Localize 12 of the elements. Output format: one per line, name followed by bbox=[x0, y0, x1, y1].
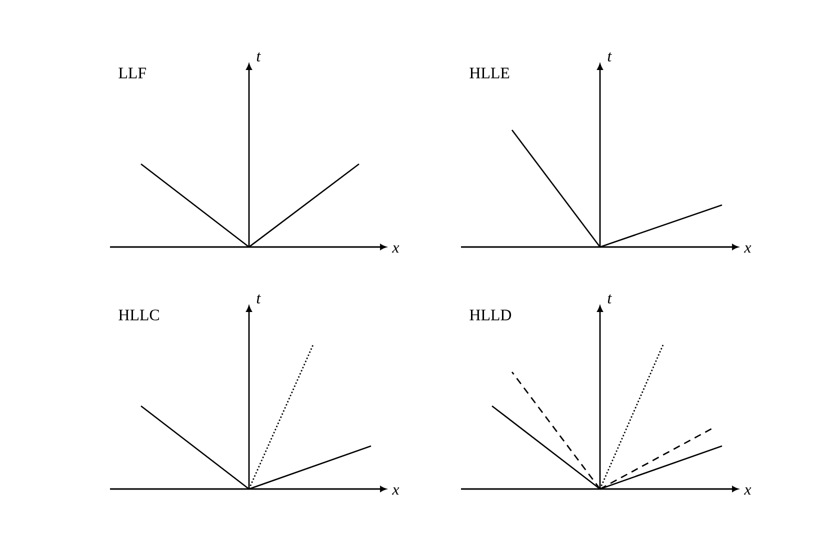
axis-label: t bbox=[608, 52, 612, 62]
axis-label: x bbox=[392, 245, 400, 253]
panel-title: LLF bbox=[118, 68, 146, 78]
panel-title: HLLE bbox=[470, 68, 510, 78]
panel-title: HLLD bbox=[470, 310, 512, 320]
axis-label: t bbox=[608, 294, 612, 304]
axis-label: x bbox=[744, 487, 752, 495]
axis-label: x bbox=[392, 487, 400, 495]
panel-title: HLLC bbox=[118, 310, 159, 320]
axis-label: x bbox=[744, 245, 752, 253]
axis-label: t bbox=[256, 52, 261, 62]
axis-label: t bbox=[256, 294, 261, 304]
